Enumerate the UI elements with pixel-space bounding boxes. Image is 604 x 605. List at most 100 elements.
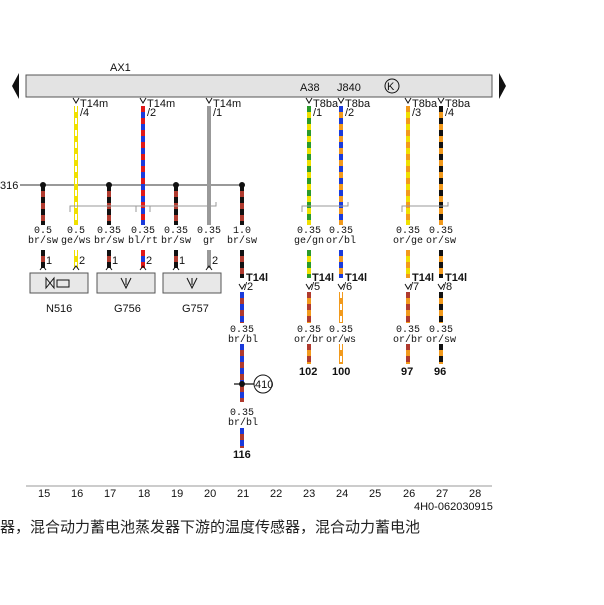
svg-text:T14l: T14l — [312, 272, 334, 284]
grid-number: 18 — [138, 488, 150, 500]
caption-text: 器，混合动力蓄电池蒸发器下游的温度传感器，混合动力蓄电池 — [0, 518, 420, 536]
svg-text:0.35: 0.35 — [297, 325, 321, 336]
grid-number: 27 — [436, 488, 448, 500]
svg-text:T14m: T14m — [213, 98, 241, 110]
svg-text:or/ge: or/ge — [393, 235, 423, 247]
svg-text:T14l: T14l — [412, 272, 434, 284]
svg-text:/7: /7 — [410, 281, 419, 293]
component-n516: 1 2 N516 — [29, 255, 89, 315]
temperature-sensor-icon — [186, 277, 198, 290]
component-g757: 1 2 G757 — [162, 255, 222, 315]
svg-text:0.35: 0.35 — [97, 226, 121, 237]
grid-number: 22 — [270, 488, 282, 500]
svg-text:T8ba: T8ba — [412, 98, 438, 110]
svg-text:or/bl: or/bl — [326, 235, 356, 247]
svg-text:1.0: 1.0 — [233, 226, 251, 237]
svg-text:or/ws: or/ws — [326, 334, 356, 346]
svg-text:br/sw: br/sw — [28, 235, 58, 247]
svg-text:bl/rt: bl/rt — [128, 235, 158, 247]
svg-text:T14m: T14m — [147, 98, 175, 110]
wire-label: 0.5ge/ws — [61, 226, 91, 247]
svg-text:T8ba: T8ba — [445, 98, 471, 110]
relay-symbol-icon: K — [384, 78, 400, 94]
valve-icon — [45, 276, 70, 290]
mid-connector: T14l /5 — [305, 272, 334, 293]
svg-text:K: K — [387, 81, 395, 93]
svg-text:0.35: 0.35 — [131, 226, 155, 237]
component-g756: 1 2 G756 — [96, 255, 156, 315]
junction-dot — [40, 182, 46, 188]
mid-connector: T14l /2 — [238, 272, 268, 293]
bus-label: AX1 — [110, 62, 131, 74]
grid-number: 21 — [237, 488, 249, 500]
ref-number: 100 — [332, 366, 350, 378]
svg-text:/2: /2 — [345, 107, 354, 119]
grid-number: 19 — [171, 488, 183, 500]
top-connector: T8ba /1 — [305, 97, 339, 119]
top-connector: T14m /1 — [205, 97, 241, 119]
svg-text:/6: /6 — [343, 281, 352, 293]
ground-point: 410 — [234, 374, 273, 394]
svg-text:/1: /1 — [213, 107, 222, 119]
shield-bracket — [69, 205, 151, 212]
j840-left-label: A38 — [300, 82, 320, 94]
svg-text:ge/gn: ge/gn — [294, 235, 324, 247]
svg-text:ge/ws: ge/ws — [61, 235, 91, 247]
svg-text:T14l: T14l — [345, 272, 367, 284]
svg-text:/2: /2 — [244, 281, 253, 293]
svg-text:/4: /4 — [445, 107, 454, 119]
bus-arrow-right-icon — [499, 73, 506, 99]
doc-code: 4H0-062030915 — [414, 501, 493, 513]
wire-label: 1.0br/sw — [227, 226, 257, 247]
svg-text:410: 410 — [255, 379, 273, 391]
svg-text:0.5: 0.5 — [67, 226, 85, 237]
left-edge-label: 316 — [0, 180, 18, 192]
svg-text:T14m: T14m — [80, 98, 108, 110]
top-connector: T8ba /4 — [437, 97, 471, 119]
top-connector: T14m /2 — [139, 97, 175, 119]
svg-text:br/sw: br/sw — [227, 235, 257, 247]
top-connector: T14m /4 — [72, 97, 108, 119]
top-connector: T8ba /2 — [337, 97, 371, 119]
svg-text:1: 1 — [112, 255, 118, 267]
svg-text:0.35: 0.35 — [230, 325, 254, 336]
shield-bracket — [135, 202, 217, 212]
svg-text:0.5: 0.5 — [34, 226, 52, 237]
svg-text:G757: G757 — [182, 303, 209, 315]
grid-number: 15 — [38, 488, 50, 500]
svg-text:or/br: or/br — [393, 334, 423, 346]
mid-connector: T14l /8 — [437, 272, 467, 293]
svg-text:br/sw: br/sw — [94, 235, 124, 247]
grid-number: 17 — [104, 488, 116, 500]
svg-text:0.35: 0.35 — [329, 226, 353, 237]
svg-text:T8ba: T8ba — [345, 98, 371, 110]
svg-text:G756: G756 — [114, 303, 141, 315]
ref-number: 102 — [299, 366, 317, 378]
svg-text:N516: N516 — [46, 303, 72, 315]
svg-text:T14l: T14l — [445, 272, 467, 284]
svg-text:/3: /3 — [412, 107, 421, 119]
wire-label: 0.5br/sw — [28, 226, 58, 247]
svg-text:0.35: 0.35 — [396, 226, 420, 237]
svg-text:0.35: 0.35 — [230, 408, 254, 419]
ref-number: 116 — [233, 449, 251, 461]
svg-text:br/bl: br/bl — [228, 417, 258, 429]
top-connector: T8ba /3 — [404, 97, 438, 119]
svg-text:or/sw: or/sw — [426, 334, 456, 346]
grid-number: 28 — [469, 488, 481, 500]
mid-connector: T14l /7 — [404, 272, 434, 293]
svg-text:or/sw: or/sw — [426, 235, 456, 247]
svg-text:br/bl: br/bl — [228, 334, 258, 346]
svg-text:T14l: T14l — [246, 272, 268, 284]
bus-arrow-left-icon — [12, 73, 19, 99]
